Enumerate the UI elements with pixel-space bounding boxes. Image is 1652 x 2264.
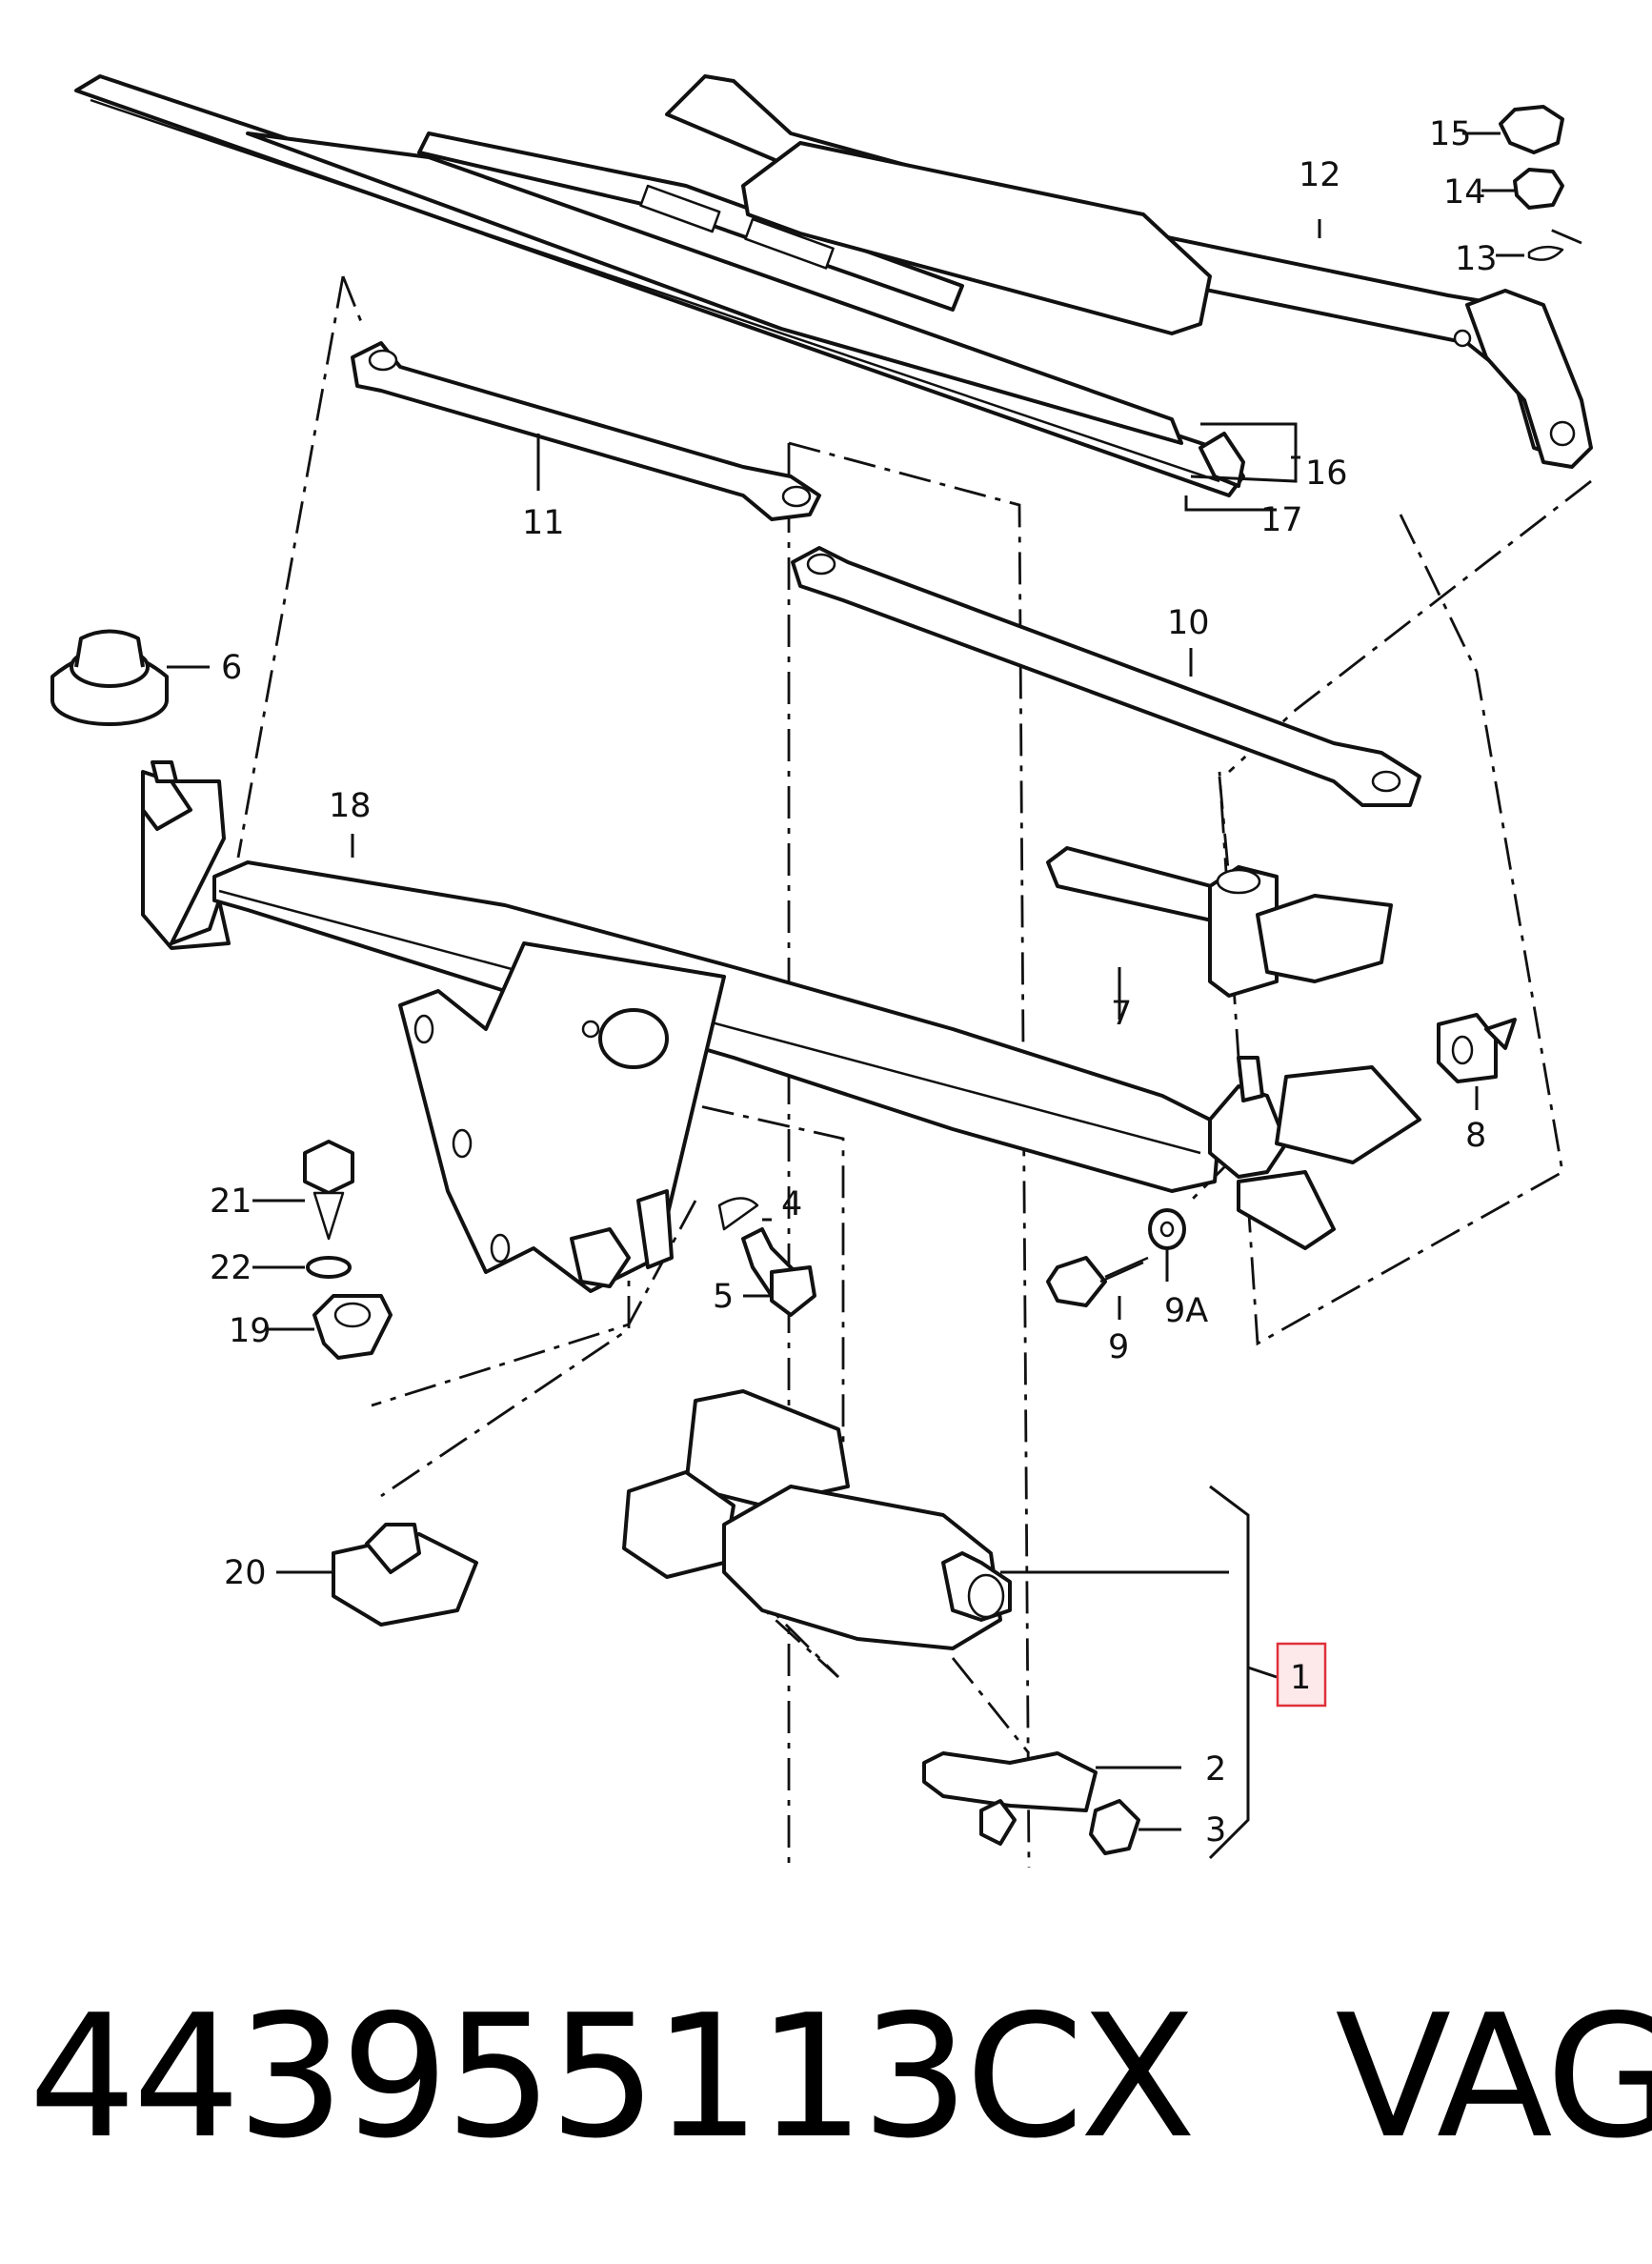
wiper-blade bbox=[74, 74, 1245, 497]
callout-1: 1 bbox=[1290, 1659, 1311, 1697]
crank-7 bbox=[1046, 846, 1393, 998]
motor-mount-plate bbox=[398, 941, 726, 1293]
clip-nut-20 bbox=[332, 1523, 478, 1627]
callout-22: 22 bbox=[210, 1249, 252, 1287]
wiper-motor-1 bbox=[622, 1389, 1012, 1650]
callout-19: 19 bbox=[229, 1312, 272, 1350]
brand-name: VAG bbox=[1335, 1978, 1652, 2175]
callout-2: 2 bbox=[1205, 1750, 1226, 1789]
wiper-arm bbox=[665, 74, 1593, 469]
callout-7: 7 bbox=[1111, 995, 1132, 1033]
link-rod-11 bbox=[351, 341, 821, 521]
callout-1-highlight bbox=[1276, 1642, 1327, 1708]
callout-4: 4 bbox=[781, 1185, 802, 1223]
callout-17: 17 bbox=[1260, 501, 1303, 539]
callout-13: 13 bbox=[1455, 240, 1498, 278]
callout-21: 21 bbox=[210, 1183, 252, 1221]
callout-5: 5 bbox=[713, 1278, 734, 1316]
grommet-6 bbox=[50, 629, 169, 726]
bolt-21-washer-22-grommet-19 bbox=[303, 1140, 393, 1360]
callout-14: 14 bbox=[1443, 173, 1486, 212]
callout-15: 15 bbox=[1429, 115, 1472, 153]
callout-8: 8 bbox=[1465, 1117, 1486, 1155]
callout-9: 9 bbox=[1108, 1328, 1129, 1366]
callout-12: 12 bbox=[1299, 156, 1341, 194]
callout-10: 10 bbox=[1167, 604, 1210, 642]
right-pivot bbox=[1208, 1013, 1517, 1250]
link-rod-10 bbox=[791, 546, 1421, 807]
callout-16: 16 bbox=[1305, 455, 1348, 493]
bracket-2-nut-3 bbox=[922, 1751, 1140, 1855]
callout-labels: 1 2 3 4 5 6 7 8 9 9A 10 11 12 13 14 15 1… bbox=[210, 115, 1498, 1850]
part-number-line: 443955113CX VAG bbox=[29, 1978, 1652, 2175]
callout-11: 11 bbox=[522, 504, 565, 542]
callout-9a: 9A bbox=[1164, 1292, 1208, 1330]
part-number: 443955113CX bbox=[29, 1978, 1196, 2175]
bolt-9-washer-9a bbox=[1046, 1208, 1186, 1307]
cap-15-nut-14-clip-13 bbox=[1499, 105, 1564, 261]
callout-6: 6 bbox=[221, 649, 242, 687]
callout-20: 20 bbox=[224, 1554, 267, 1592]
clip-4-bolt-5 bbox=[717, 1197, 816, 1317]
callout-18: 18 bbox=[329, 787, 372, 825]
wiper-frame-18 bbox=[141, 760, 1221, 1193]
callout-3: 3 bbox=[1205, 1811, 1226, 1850]
leader-lines bbox=[167, 131, 1524, 1860]
